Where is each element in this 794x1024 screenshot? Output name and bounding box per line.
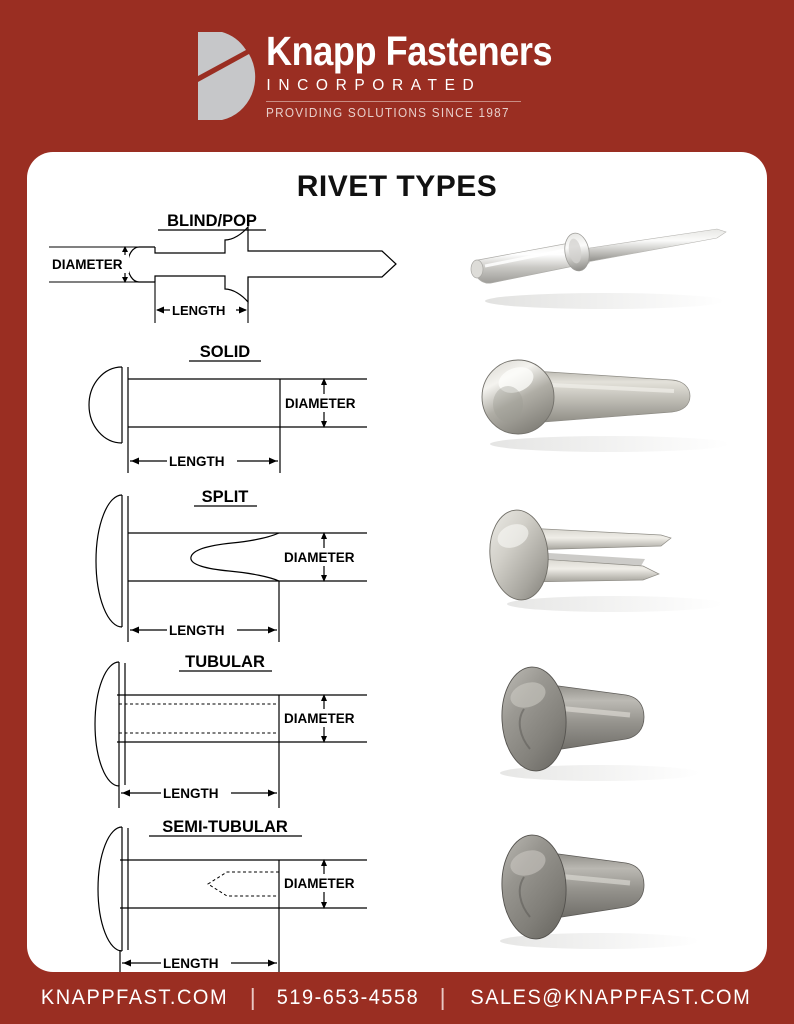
rivet-row-split: SPLIT DIAMETER LENGTH [27,485,767,650]
brand-logo: Knapp Fasteners INCORPORATED PROVIDING S… [196,30,591,122]
photo-blind-pop [442,215,767,335]
solid-rivet-photo [481,359,730,452]
page-footer: KNAPPFAST.COM | 519-653-4558 | SALES@KNA… [0,972,794,1024]
rivet-title-solid: SOLID [200,343,251,361]
diagram-blind-pop: BLIND/POP DIAMETER LENGTH [27,210,442,340]
diagram-split: SPLIT DIAMETER LENGTH [27,485,442,650]
blind-pop-rivet-photo [470,228,727,309]
length-label-split: LENGTH [169,623,225,638]
page-header: Knapp Fasteners INCORPORATED PROVIDING S… [0,0,794,152]
footer-phone[interactable]: 519-653-4558 [276,986,419,1009]
rivet-title-blind-pop: BLIND/POP [167,212,257,230]
footer-separator-1: | [249,983,256,1010]
rivet-row-solid: SOLID DIAMETER LENGTH [27,340,767,485]
rivet-row-blind-pop: BLIND/POP DIAMETER LENGTH [27,210,767,340]
diameter-label-semi-tubular: DIAMETER [284,876,355,891]
brand-text-block: Knapp Fasteners INCORPORATED PROVIDING S… [266,28,591,120]
diagram-semi-tubular: SEMI-TUBULAR DIAMETER LENGTH [27,815,442,972]
rivet-title-split: SPLIT [202,488,249,506]
page-title: RIVET TYPES [296,170,498,203]
diameter-label-split: DIAMETER [284,550,355,565]
rivet-rows: BLIND/POP DIAMETER LENGTH [27,210,767,972]
rivet-title-semi-tubular: SEMI-TUBULAR [162,818,288,836]
footer-separator-2: | [439,983,446,1010]
rivet-title-tubular: TUBULAR [185,653,265,671]
rivet-row-semi-tubular: SEMI-TUBULAR DIAMETER LENGTH [27,815,767,972]
length-label-semi-tubular: LENGTH [163,956,219,971]
photo-split [442,500,767,635]
length-label-tubular: LENGTH [163,786,219,801]
photo-solid [442,348,767,478]
content-card: RIVET TYPES [27,152,767,972]
brand-divider [266,100,522,102]
photo-semi-tubular [442,833,767,968]
length-label-blind-pop: LENGTH [172,303,225,318]
diagram-tubular: TUBULAR DIAMETER LENGTH [27,650,442,815]
brand-subline: INCORPORATED [266,76,482,94]
footer-website[interactable]: KNAPPFAST.COM [40,986,228,1009]
length-label-solid: LENGTH [169,454,225,469]
rivet-row-tubular: TUBULAR DIAMETER LENGTH [27,650,767,815]
diagram-solid: SOLID DIAMETER LENGTH [27,340,442,485]
footer-email[interactable]: SALES@KNAPPFAST.COM [470,986,751,1009]
diameter-label-solid: DIAMETER [285,396,356,411]
semi-tubular-rivet-photo [499,834,700,949]
tubular-rivet-photo [499,666,700,781]
split-rivet-photo [488,509,723,612]
diameter-label-blind-pop: DIAMETER [52,257,123,272]
photo-tubular [442,665,767,800]
diameter-label-tubular: DIAMETER [284,711,355,726]
knapp-d-logo-icon [198,32,256,120]
brand-wordmark: Knapp Fasteners [266,28,553,75]
brand-tagline: PROVIDING SOLUTIONS SINCE 1987 [266,105,511,120]
